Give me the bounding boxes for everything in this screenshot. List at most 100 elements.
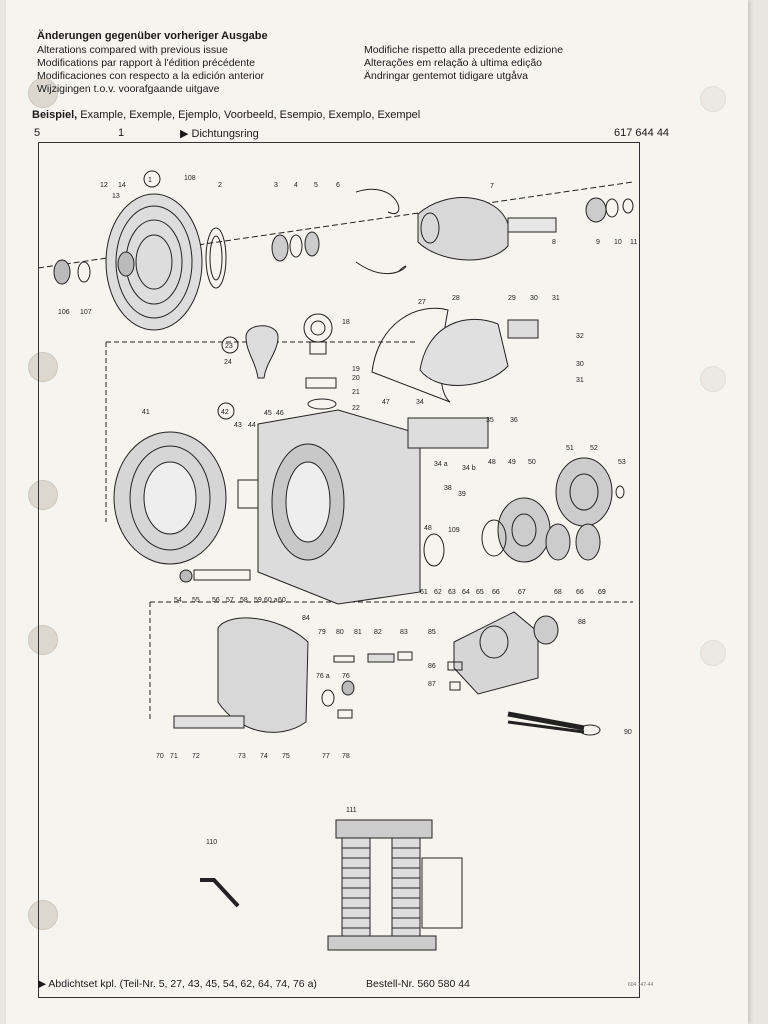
part-label: 18 [342,319,350,326]
part-label: 75 [282,753,290,760]
part-label: 35 [486,417,494,424]
part-label: 38 [444,485,452,492]
part-label: 45 [264,410,272,417]
header-line: Ändringar gentemot tidigare utgåva [364,70,529,82]
part-label: 3 [274,182,278,189]
part-label: 34 b [462,465,476,472]
part-label: 72 [192,753,200,760]
part-label: 21 [352,389,360,396]
part-label: 61 [420,589,428,596]
part-label: 7 [490,183,494,190]
part-label: 109 [448,527,460,534]
part-label: 80 [336,629,344,636]
part-label: 77 [322,753,330,760]
part-label: 82 [374,629,382,636]
part-labels: 1 12 14 13 108 2 3 4 5 6 7 8 9 10 11 106… [58,170,637,846]
bearing-block [447,611,601,736]
part-label: 76 a [316,673,330,680]
part-label: 31 [576,377,584,384]
example-lead: Beispiel, [32,109,78,121]
part-label: 111 [346,807,357,814]
header-title: Änderungen gegenüber vorheriger Ausgabe [37,30,268,42]
example-rest: Example, Exemple, Ejemplo, Voorbeeld, Es… [77,109,421,121]
spring-clamp-assembly [327,819,463,951]
stain-spot [700,640,726,666]
part-label: 43 [234,422,242,429]
stain-spot [700,366,726,392]
print-reference: 604 147-44 [628,982,654,988]
drawing-frame [38,142,640,998]
stain-spot [700,86,726,112]
example-col1: 5 [34,127,41,139]
header-line: Modifications par rapport à l'édition pr… [37,57,255,69]
part-label: 47 [382,399,390,406]
part-label: 46 [276,410,284,417]
main-housing [113,409,489,605]
part-label: 31 [552,295,560,302]
part-label: 67 [518,589,526,596]
part-label: 52 [590,445,598,452]
header-left-lines: Alterations compared with previous issue… [37,44,264,96]
part-label: 64 [462,589,470,596]
part-label: 12 [100,182,108,189]
part-label: 10 [614,239,622,246]
example-text: ▶ Dichtungsring [180,128,259,140]
part-label: 66 [492,589,500,596]
part-label: 60 a [264,597,278,604]
part-label: 62 [434,589,442,596]
part-label: 74 [260,753,268,760]
punch-hole [28,480,58,510]
gasket-and-lid [371,307,539,403]
header-line: Alterações em relação à ultima edição [364,57,543,69]
part-label: 41 [142,409,150,416]
part-label: 81 [354,629,362,636]
example-line: Beispiel, Example, Exemple, Ejemplo, Voo… [32,109,420,121]
part-label: 87 [428,681,436,688]
part-label: 106 [58,309,70,316]
part-label: 56 [212,597,220,604]
part-label: 55 [192,597,200,604]
part-label: 30 [530,295,538,302]
part-label: 84 [302,615,310,622]
l-wrench [200,878,240,908]
part-label: 14 [118,182,126,189]
part-label: 36 [510,417,518,424]
part-label: 73 [238,753,246,760]
part-label: 86 [428,663,436,670]
header-line: Modifiche rispetto alla precedente edizi… [364,44,564,56]
part-label: 44 [248,422,256,429]
part-label: 107 [80,309,92,316]
bearing-set [271,188,407,274]
part-label: 51 [566,445,574,452]
part-label: 27 [418,299,426,306]
part-label: 49 [508,459,516,466]
gear-train [179,457,625,583]
part-label: 19 [352,366,360,373]
exploded-parts-drawing: 1 12 14 13 108 2 3 4 5 6 7 8 9 10 11 106… [38,170,637,951]
part-label: 5 [314,182,318,189]
order-number: Bestell-Nr. 560 580 44 [366,978,470,990]
part-label: 28 [452,295,460,302]
part-label: 110 [206,839,217,846]
part-label: 30 [576,361,584,368]
part-label: 39 [458,491,466,498]
part-label: 68 [554,589,562,596]
section-divider [149,601,633,722]
part-label: 42 [221,409,229,416]
part-label: 8 [552,239,556,246]
part-label: 29 [508,295,516,302]
part-label: 4 [294,182,298,189]
cover-assembly [53,193,227,331]
part-label: 50 [528,459,536,466]
punch-hole [28,900,58,930]
part-label: 63 [448,589,456,596]
part-label: 48 [424,525,432,532]
part-label: 83 [400,629,408,636]
shaft-with-gear [417,197,634,261]
punch-hole [28,352,58,382]
part-label: 2 [218,182,222,189]
part-label: 9 [596,239,600,246]
part-label: 11 [630,239,637,246]
part-label: 76 [342,673,350,680]
part-label: 20 [352,375,360,382]
